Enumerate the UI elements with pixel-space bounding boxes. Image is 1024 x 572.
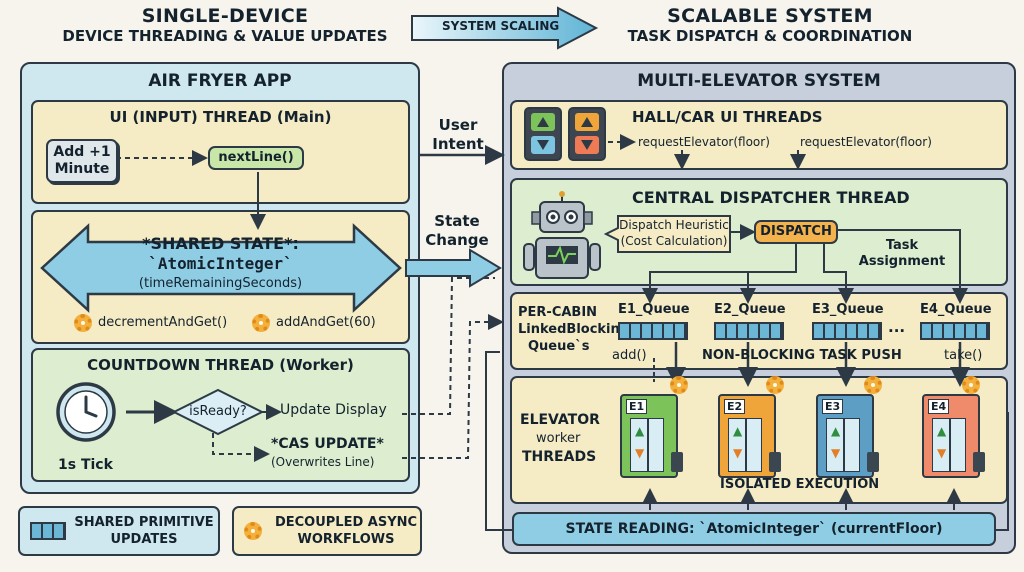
- cas-update-line2: (Overwrites Line): [271, 455, 375, 469]
- elevator-title: MULTI-ELEVATOR SYSTEM: [637, 71, 881, 91]
- user-intent-label: User Intent: [432, 116, 484, 153]
- left-header: SINGLE-DEVICE DEVICE THREADING & VALUE U…: [30, 5, 420, 45]
- add-and-get-method: addAndGet(60): [276, 315, 376, 330]
- down-arrow-icon: ▼: [831, 446, 841, 460]
- queues-section-line1: PER-CABIN: [518, 305, 598, 320]
- task-assignment-label: Task Assignment: [858, 238, 946, 270]
- down-arrow-icon: ▼: [635, 446, 645, 460]
- gear-icon: [864, 376, 882, 394]
- workers-line3: THREADS: [522, 449, 597, 465]
- dispatch-label: DISPATCH: [760, 224, 832, 239]
- gear-icon: [252, 314, 270, 332]
- add-method-label: add(): [612, 348, 647, 363]
- down-arrow-icon: ▼: [937, 446, 947, 460]
- legend-decoupled-label: DECOUPLED ASYNC WORKFLOWS: [274, 515, 418, 547]
- left-header-title: SINGLE-DEVICE: [141, 5, 309, 27]
- car-label-e3: E3: [822, 399, 844, 414]
- ui-thread-title: UI (INPUT) THREAD (Main): [109, 108, 332, 126]
- queue-label-e4: E4_Queue: [920, 302, 992, 317]
- heuristic-bubble: [604, 215, 731, 253]
- keypad-icon: [769, 452, 781, 472]
- elevator-door-icon: [728, 418, 762, 472]
- dispatch-node: DISPATCH: [754, 220, 838, 244]
- car-label-e1: E1: [626, 399, 648, 414]
- next-line-method: nextLine(): [208, 146, 304, 170]
- up-arrow-icon: ▲: [635, 424, 645, 438]
- shared-state-line3: (timeRemainingSeconds): [138, 276, 303, 291]
- workers-line1: ELEVATOR: [520, 412, 600, 428]
- air-fryer-title: AIR FRYER APP: [148, 71, 292, 91]
- queue-ellipsis: ...: [888, 318, 906, 336]
- cas-update-line1: *CAS UPDATE*: [271, 436, 384, 452]
- gear-icon: [244, 522, 262, 540]
- queue-e2: [714, 322, 784, 340]
- next-line-label: nextLine(): [218, 150, 294, 165]
- workers-line2: worker: [536, 431, 581, 446]
- shared-state-double-arrow: [40, 223, 402, 313]
- queues-section-line2: LinkedBlocking: [518, 322, 630, 337]
- queue-label-e2: E2_Queue: [714, 302, 786, 317]
- gear-icon: [74, 314, 92, 332]
- request-elevator-2: requestElevator(floor): [800, 135, 932, 149]
- state-reading-box: STATE READING: `AtomicInteger` (currentF…: [512, 512, 996, 546]
- robot-icon: [523, 191, 601, 279]
- gear-icon: [962, 376, 980, 394]
- system-scaling-arrow: [411, 6, 599, 50]
- elevator-car-e4: E4 ▲ ▼: [922, 394, 985, 478]
- non-blocking-push-label: NON-BLOCKING TASK PUSH: [702, 348, 902, 363]
- gear-icon: [670, 376, 688, 394]
- keypad-icon: [671, 452, 683, 472]
- elevator-door-icon: [630, 418, 664, 472]
- keypad-icon: [973, 452, 985, 472]
- queue-e3: [812, 322, 882, 340]
- car-label-e2: E2: [724, 399, 746, 414]
- hall-call-panels: [524, 107, 606, 161]
- heuristic-line1: Dispatch Heuristic: [619, 218, 729, 232]
- shared-state-line1: *SHARED STATE*:: [142, 234, 299, 253]
- update-display-label: Update Display: [280, 402, 387, 418]
- elevator-car-e3: E3 ▲ ▼: [816, 394, 879, 478]
- legend-shared: SHARED PRIMITIVE UPDATES: [18, 506, 220, 556]
- keypad-icon: [867, 452, 879, 472]
- countdown-thread-title: COUNTDOWN THREAD (Worker): [87, 356, 354, 374]
- hall-ui-title: HALL/CAR UI THREADS: [632, 108, 823, 126]
- elevator-car-e1: E1 ▲ ▼: [620, 394, 683, 478]
- state-change-label: State Change: [425, 212, 489, 249]
- right-header-subtitle: TASK DISPATCH & COORDINATION: [627, 26, 913, 45]
- elevator-door-icon: [932, 418, 966, 472]
- elevator-door-icon: [826, 418, 860, 472]
- clock-icon: [56, 382, 116, 442]
- queues-section-line3: Queue`s: [528, 339, 590, 354]
- elevator-car-e2: E2 ▲ ▼: [718, 394, 781, 478]
- car-label-e4: E4: [928, 399, 950, 414]
- shared-state-line2: `AtomicInteger`: [148, 254, 293, 273]
- request-elevator-1: requestElevator(floor): [638, 135, 770, 149]
- queue-e4: [920, 322, 990, 340]
- legend-shared-label: SHARED PRIMITIVE UPDATES: [74, 515, 214, 547]
- legend-decoupled: DECOUPLED ASYNC WORKFLOWS: [232, 506, 422, 556]
- down-arrow-icon: ▼: [733, 446, 743, 460]
- take-method-label: take(): [944, 348, 983, 363]
- queue-label-e3: E3_Queue: [812, 302, 884, 317]
- add-minute-button-label: Add +1 Minute: [53, 144, 111, 177]
- up-arrow-icon: ▲: [937, 424, 947, 438]
- heuristic-line2: (Cost Calculation): [620, 234, 728, 248]
- queue-e1: [618, 322, 688, 340]
- left-header-subtitle: DEVICE THREADING & VALUE UPDATES: [62, 26, 388, 45]
- queue-icon: [30, 522, 66, 540]
- right-header-title: SCALABLE SYSTEM: [667, 5, 873, 27]
- isolated-execution-label: ISOLATED EXECUTION: [720, 477, 880, 492]
- state-reading-label: STATE READING: `AtomicInteger` (currentF…: [565, 521, 943, 537]
- tick-label: 1s Tick: [58, 457, 113, 473]
- gear-icon: [766, 376, 784, 394]
- decrement-method: decrementAndGet(): [98, 315, 228, 330]
- up-arrow-icon: ▲: [831, 424, 841, 438]
- queue-label-e1: E1_Queue: [618, 302, 690, 317]
- add-minute-button[interactable]: Add +1 Minute: [46, 139, 118, 183]
- right-header: SCALABLE SYSTEM TASK DISPATCH & COORDINA…: [580, 5, 960, 45]
- dispatcher-title: CENTRAL DISPATCHER THREAD: [632, 188, 910, 207]
- system-scaling-label: SYSTEM SCALING: [442, 19, 560, 33]
- up-arrow-icon: ▲: [733, 424, 743, 438]
- decision-label: isReady?: [189, 404, 247, 419]
